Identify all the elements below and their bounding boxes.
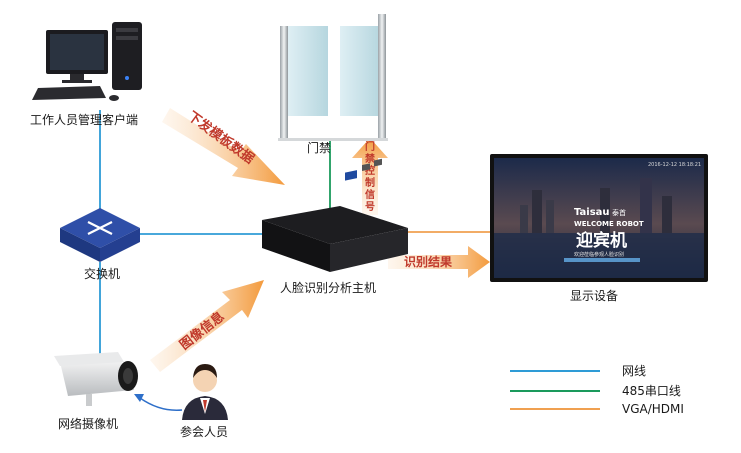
label-display: 显示设备 xyxy=(570,289,618,303)
display-device xyxy=(490,154,708,282)
screen-timestamp: 2016-12-12 18:18:21 xyxy=(648,162,701,168)
legend-label-vga: VGA/HDMI xyxy=(622,402,684,416)
arrow-label-recognition-result: 识别结果 xyxy=(404,254,452,269)
legend: 网线 485串口线 VGA/HDMI xyxy=(510,364,684,416)
arrow-label-gate-signal-vertical: 门禁控制信号 xyxy=(364,140,375,213)
workstation-computer xyxy=(32,22,142,101)
face-recognition-host xyxy=(262,158,408,272)
arrow-person-to-camera-head xyxy=(134,394,144,402)
arrow-gate-signal xyxy=(352,138,388,215)
label-switch: 交换机 xyxy=(84,266,120,281)
legend-label-network: 网线 xyxy=(622,364,646,378)
attendee-person xyxy=(182,364,228,420)
label-workstation: 工作人员管理客户端 xyxy=(30,112,138,127)
screen-brand-cn: 泰首 xyxy=(612,208,626,217)
network-camera xyxy=(54,352,138,406)
screen-sub-text: 欢迎莅临参观人脸识别 xyxy=(574,251,624,258)
arrow-recognition-result xyxy=(388,246,490,278)
label-person: 参会人员 xyxy=(180,424,228,439)
label-camera: 网络摄像机 xyxy=(58,416,118,431)
screen-welcome: WELCOME ROBOT xyxy=(574,220,644,228)
legend-label-serial: 485串口线 xyxy=(622,384,681,398)
screen-big-text: 迎宾机 xyxy=(576,230,627,251)
arrow-person-to-camera xyxy=(139,397,183,411)
turnstile-gate xyxy=(278,14,388,141)
arrow-image-info xyxy=(150,280,264,372)
label-gate: 门禁 xyxy=(307,140,331,155)
network-switch xyxy=(60,208,140,262)
screen-brand: Taisau xyxy=(574,207,610,218)
arrow-template-data xyxy=(162,108,285,185)
arrow-label-image-info: 图像信息 xyxy=(177,309,228,354)
label-host: 人脸识别分析主机 xyxy=(280,281,376,295)
